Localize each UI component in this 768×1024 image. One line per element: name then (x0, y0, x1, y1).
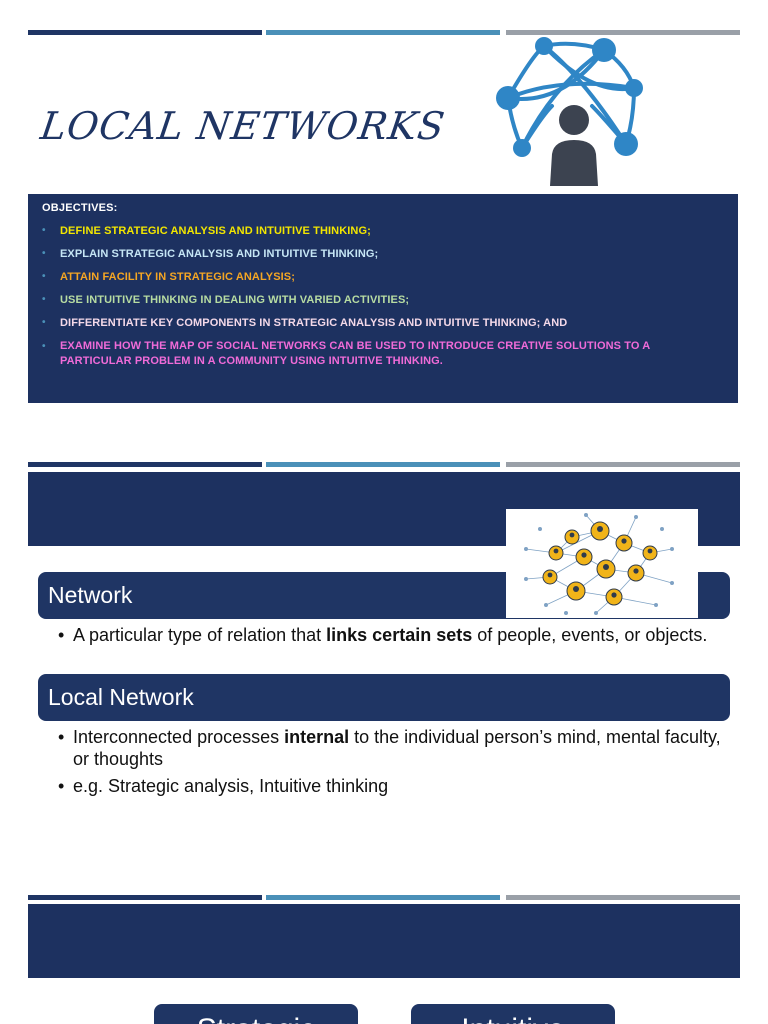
objective-item: EXPLAIN STRATEGIC ANALYSIS AND INTUITIVE… (42, 247, 722, 261)
objectives-list: DEFINE STRATEGIC ANALYSIS AND INTUITIVE … (42, 224, 722, 378)
strategic-box: Strategic (154, 1004, 358, 1024)
local-network-definition: Interconnected processes internal to the… (58, 726, 728, 770)
slide2-bar-navy (28, 462, 262, 467)
local-network-heading: Local Network (38, 674, 730, 721)
objective-item: DIFFERENTIATE KEY COMPONENTS IN STRATEGI… (42, 316, 722, 330)
slide3-header-band (28, 904, 740, 978)
slide3-bar-blue (266, 895, 500, 900)
objectives-heading: OBJECTIVES: (42, 202, 118, 214)
local-network-example: e.g. Strategic analysis, Intuitive think… (58, 775, 728, 797)
slide2-bar-blue (266, 462, 500, 467)
slide2-bar-gray (506, 462, 740, 467)
network-definition: A particular type of relation that links… (58, 624, 728, 646)
objectives-panel: OBJECTIVES: DEFINE STRATEGIC ANALYSIS AN… (28, 194, 738, 403)
people-network-graph-image (506, 509, 698, 618)
slide-title: LOCAL NETWORKS (38, 104, 449, 148)
objective-item: DEFINE STRATEGIC ANALYSIS AND INTUITIVE … (42, 224, 722, 238)
objective-item: ATTAIN FACILITY IN STRATEGIC ANALYSIS; (42, 270, 722, 284)
top-bar-gray (506, 30, 740, 35)
objective-item: USE INTUITIVE THINKING IN DEALING WITH V… (42, 293, 722, 307)
social-network-person-icon (492, 36, 652, 188)
top-bar-blue (266, 30, 500, 35)
objective-item: EXAMINE HOW THE MAP OF SOCIAL NETWORKS C… (42, 339, 722, 369)
top-bar-navy (28, 30, 262, 35)
intuitive-box: Intuitive (411, 1004, 615, 1024)
slide3-bar-navy (28, 895, 262, 900)
slide3-bar-gray (506, 895, 740, 900)
